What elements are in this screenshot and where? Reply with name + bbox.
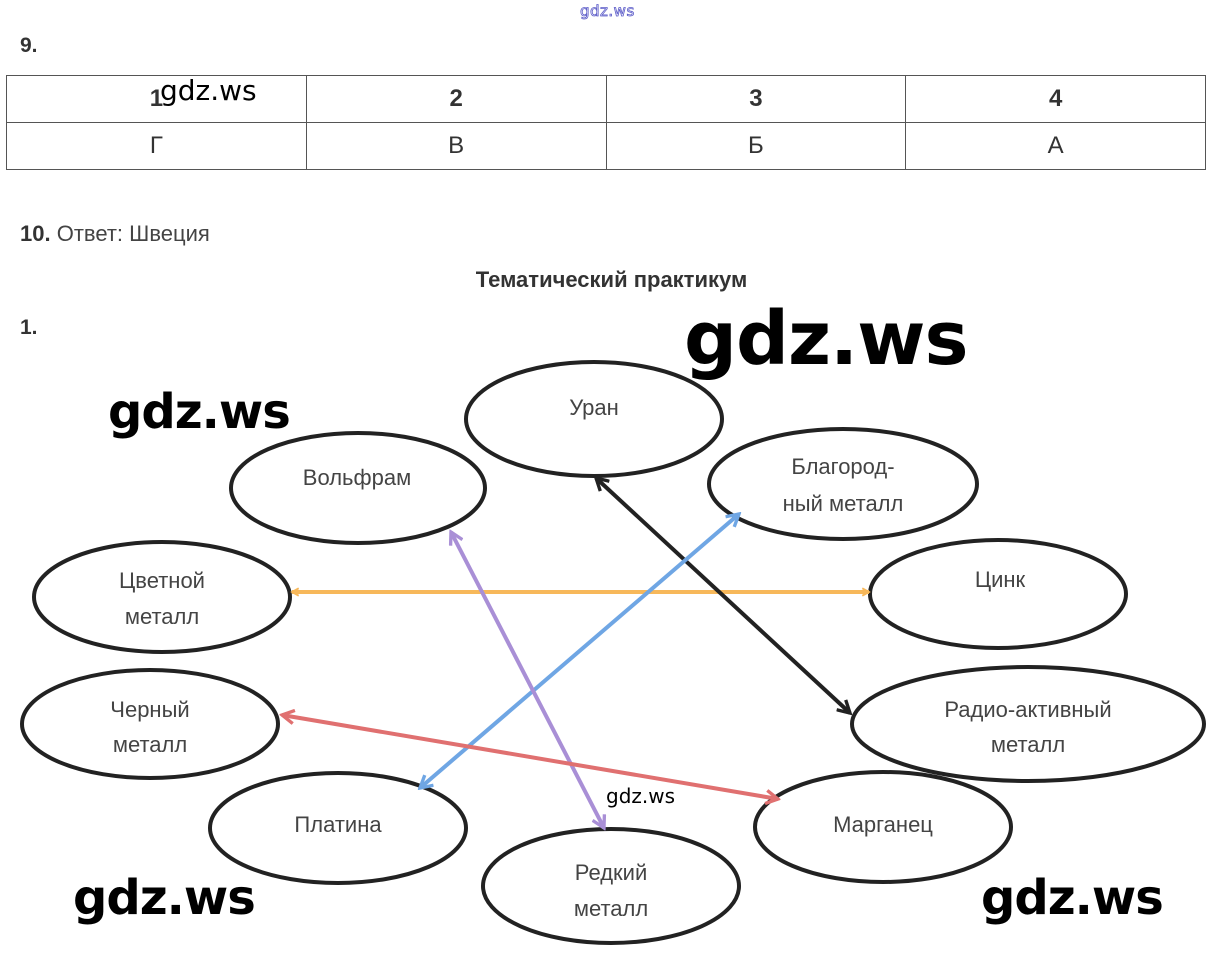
node-redkiy: Редкий металл [481, 827, 741, 945]
answer-table-header-row: 1 2 3 4 [6, 75, 1206, 123]
node-tsvetnoy-label-2: металл [125, 604, 199, 629]
watermark-left-upper: gdz.ws [108, 384, 291, 440]
task-9-number: 9. [20, 34, 38, 57]
task-10-answer: 10. Ответ: Швеция [20, 221, 210, 247]
header-cell-1: 1 [6, 75, 307, 123]
header-cell-4: 4 [905, 75, 1206, 123]
task-10-number: 10. [20, 221, 51, 246]
node-volfram: Вольфрам [229, 431, 487, 545]
node-marganets: Марганец [753, 770, 1013, 884]
node-uran-label: Уран [569, 395, 619, 420]
node-redkiy-label-1: Редкий [575, 860, 648, 885]
node-tsink: Цинк [868, 538, 1128, 650]
node-platina-label: Платина [294, 812, 382, 837]
section-title: Тематический практикум [475, 267, 748, 292]
watermark-top: gdz.ws [580, 2, 635, 21]
node-platina: Платина [208, 771, 468, 885]
node-radio-label-2: металл [991, 732, 1065, 757]
node-cherny: Черный металл [20, 668, 280, 780]
answer-cell-1: Г [6, 122, 307, 170]
watermark-table: gdz.ws [160, 74, 257, 107]
arrow-volfram-redkiy [451, 532, 604, 828]
node-cherny-label-2: металл [113, 732, 187, 757]
answer-table: 1 2 3 4 Г В Б А [6, 75, 1206, 170]
task-1-number: 1. [20, 316, 38, 339]
node-blagorod-label-2: ный металл [783, 491, 904, 516]
node-radio-label-1: Радио-активный [944, 697, 1111, 722]
node-marganets-label: Марганец [833, 812, 933, 837]
answer-cell-3: Б [605, 122, 907, 170]
node-tsink-label: Цинк [975, 567, 1026, 592]
node-radio: Радио-активный металл [850, 665, 1206, 783]
node-tsvetnoy: Цветной металл [32, 540, 292, 654]
node-volfram-label: Вольфрам [303, 465, 411, 490]
watermark-large: gdz.ws [684, 296, 969, 382]
answer-cell-2: В [305, 122, 607, 170]
node-cherny-label-1: Черный [110, 697, 189, 722]
node-blagorod-label-1: Благород- [791, 454, 894, 479]
answer-cell-4: А [905, 122, 1206, 170]
arrow-cherny-marganets [282, 715, 778, 799]
node-redkiy-label-2: металл [574, 896, 648, 921]
task-10-text: Ответ: Швеция [56, 221, 210, 246]
watermark-bottom-left: gdz.ws [73, 870, 256, 926]
node-tsvetnoy-label-1: Цветной [119, 568, 205, 593]
watermark-bottom-right: gdz.ws [981, 870, 1164, 926]
watermark-center: gdz.ws [606, 784, 676, 808]
node-blagorod: Благород- ный металл [707, 427, 979, 541]
answer-table-row: Г В Б А [6, 122, 1206, 170]
